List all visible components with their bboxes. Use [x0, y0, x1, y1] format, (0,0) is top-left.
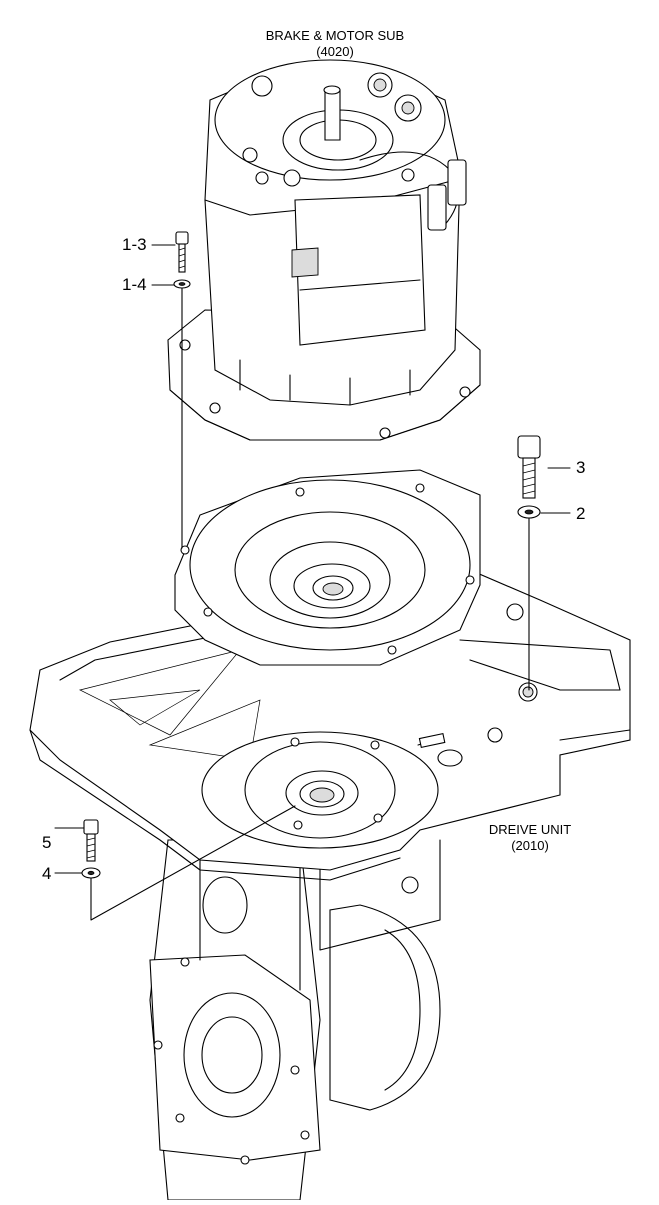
bolt-3-icon — [517, 435, 541, 499]
drive-unit-code: (2010) — [511, 838, 549, 853]
bolt-5-icon — [83, 819, 99, 862]
bolt-1-3-icon — [175, 231, 189, 273]
callout-2: 2 — [576, 504, 586, 523]
callout-5: 5 — [42, 833, 52, 852]
callout-1-4: 1-4 — [122, 275, 147, 294]
callout-1-3: 1-3 — [122, 235, 147, 254]
washer-2-icon — [517, 505, 541, 519]
drive-unit-illustration — [29, 569, 631, 1201]
brake-motor-illustration — [167, 59, 481, 441]
washer-1-4-icon — [173, 279, 191, 289]
leader-lines — [54, 244, 571, 921]
washer-4-icon — [81, 867, 101, 879]
brake-motor-title: BRAKE & MOTOR SUB — [265, 28, 405, 43]
adapter-plate-illustration — [174, 469, 481, 666]
callout-4: 4 — [42, 864, 52, 883]
brake-motor-code: (4020) — [316, 44, 354, 59]
callout-3: 3 — [576, 458, 586, 477]
drive-unit-title: DREIVE UNIT — [488, 822, 572, 837]
